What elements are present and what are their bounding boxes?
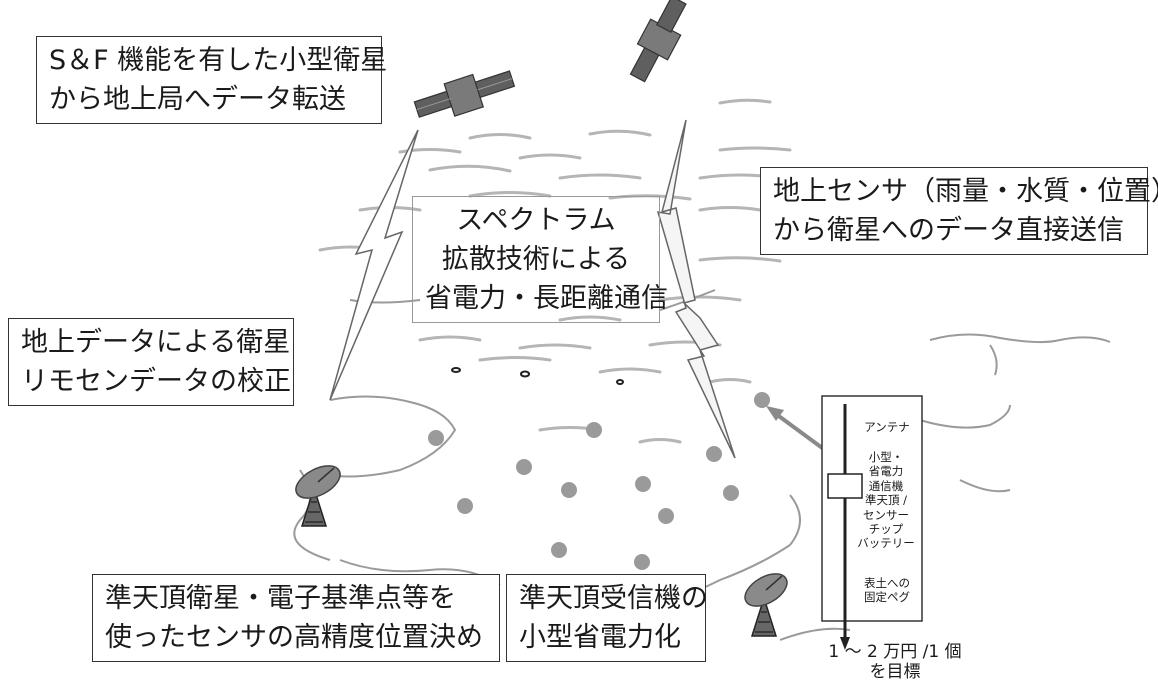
device-module-line: 準天頂 / (864, 493, 908, 508)
cost-target-line2: を目標 (869, 662, 921, 683)
link-bolt-left (329, 129, 419, 401)
sensor-dot (723, 485, 739, 501)
device-module-line: 小型・ (868, 450, 904, 464)
satellite-right (629, 0, 687, 83)
sensor-dot (586, 422, 602, 438)
sensor-dots (428, 392, 770, 570)
device-peg-label: 表土への 固定ペグ (854, 576, 920, 605)
cost-target-line1: 1 ～ 2 万円 /1 個 (828, 642, 962, 662)
sensor-dot (457, 498, 473, 514)
sensor-dot (634, 554, 650, 570)
cost-target: 1 ～ 2 万円 /1 個 を目標 (800, 642, 990, 683)
link-bolt-right (656, 119, 736, 459)
device-panel (821, 395, 923, 622)
device-peg-line: 表土への (864, 576, 910, 590)
callout-receiver-line2: 小型省電力化 (519, 622, 681, 654)
callout-calibration-line1: 地上データによる衛星 (21, 327, 291, 358)
sensor-dot (754, 392, 770, 408)
device-stem-tip (840, 637, 850, 650)
callout-positioning-line2: 使ったセンサの高精度位置決め (105, 622, 483, 654)
callout-sf-transfer-line2: から地上局へデータ転送 (49, 84, 346, 116)
ground-station-left (295, 465, 341, 527)
sensor-dot (551, 542, 567, 558)
device-peg-line: 固定ペグ (864, 590, 910, 605)
device-antenna-label: アンテナ (864, 420, 910, 434)
device-module (827, 473, 863, 499)
device-module-line: センサー (863, 507, 909, 522)
pointer-arrow (766, 406, 827, 452)
sensor-dot (428, 430, 444, 446)
callout-spread-spectrum-line2: 拡散技術による (441, 244, 631, 276)
device-module-line: 通信機 (868, 478, 904, 493)
callout-spread-spectrum: スペクトラム 拡散技術による 省電力・長距離通信 (412, 196, 668, 324)
callout-sf-transfer-line1: S＆F 機能を有した小型衛星 (49, 45, 388, 76)
sensor-dot (706, 446, 722, 462)
satellite-left (413, 70, 516, 118)
callout-positioning: 準天頂衛星・電子基準点等を 使ったセンサの高精度位置決め (92, 574, 500, 663)
callout-ground-sensor-line1: 地上センサ（雨量・水質・位置） (773, 176, 1158, 207)
device-module-line: チップ (868, 521, 904, 536)
small-islands (451, 367, 624, 385)
sensor-dot (658, 508, 674, 524)
device-module-line: バッテリー (857, 536, 915, 551)
callout-receiver-line1: 準天頂受信機の (519, 583, 708, 614)
callout-ground-sensor: 地上センサ（雨量・水質・位置） から衛星へのデータ直接送信 (760, 167, 1158, 256)
ground-station-right (744, 573, 788, 637)
callout-calibration: 地上データによる衛星 リモセンデータの校正 (8, 318, 294, 407)
callout-spread-spectrum-line3: 省電力・長距離通信 (425, 283, 668, 315)
callout-positioning-line1: 準天頂衛星・電子基準点等を (105, 583, 456, 614)
sensor-dot (561, 482, 577, 498)
sensor-dot (635, 476, 651, 492)
callout-receiver: 準天頂受信機の 小型省電力化 (506, 574, 708, 663)
callout-sf-transfer: S＆F 機能を有した小型衛星 から地上局へデータ転送 (36, 36, 388, 125)
sensor-dot (516, 459, 532, 475)
device-module-line: 省電力 (868, 464, 904, 479)
callout-spread-spectrum-line1: スペクトラム (456, 205, 616, 236)
device-module-label: 小型・ 省電力 通信機 準天頂 / センサー チップ バッテリー (853, 450, 919, 551)
callout-calibration-line2: リモセンデータの校正 (21, 366, 291, 398)
callout-ground-sensor-line2: から衛星へのデータ直接送信 (773, 215, 1124, 247)
